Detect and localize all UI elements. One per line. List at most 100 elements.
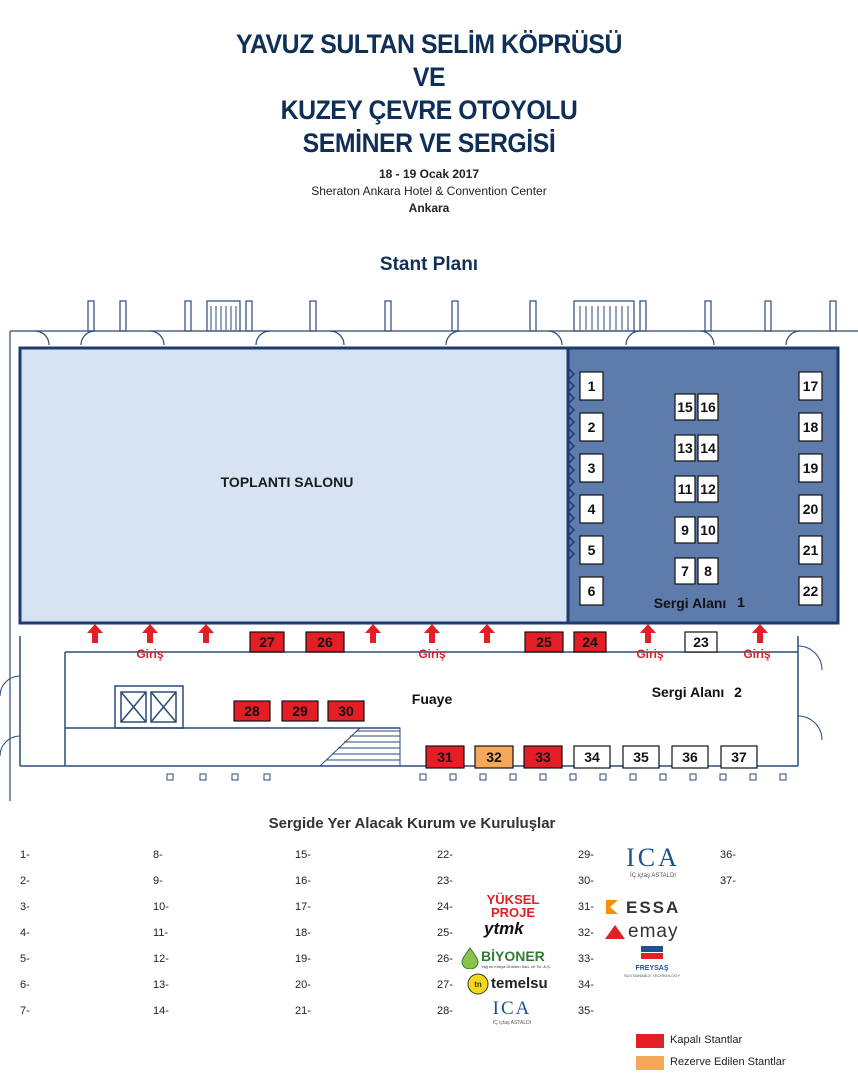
legend-closed-swatch bbox=[636, 1034, 664, 1048]
booth-label-32: 32 bbox=[486, 749, 502, 765]
booth-label-26: 26 bbox=[317, 634, 333, 650]
booth-36: 36 bbox=[671, 745, 709, 769]
exhibitor-number: 20- bbox=[295, 979, 311, 991]
event-city: Ankara bbox=[408, 201, 450, 215]
booth-label-21: 21 bbox=[803, 542, 819, 558]
legend-closed-label: Kapalı Stantlar bbox=[670, 1034, 743, 1046]
booth-label-19: 19 bbox=[803, 460, 819, 476]
entrance-arrow-icon bbox=[479, 624, 495, 643]
booth-13: 13 bbox=[674, 434, 696, 462]
title-line-2: VE bbox=[412, 62, 446, 92]
exhibitor-number: 5- bbox=[20, 953, 30, 965]
booth-label-11: 11 bbox=[678, 481, 693, 497]
event-date: 18 - 19 Ocak 2017 bbox=[378, 167, 480, 181]
booth-29: 29 bbox=[281, 700, 319, 722]
entrance-arrow-icon bbox=[752, 624, 768, 643]
entrance-arrow-icon bbox=[198, 624, 214, 643]
booth-box-7 bbox=[674, 557, 696, 585]
exhibitor-number: 32- bbox=[578, 927, 594, 939]
exhibitor-number: 24- bbox=[437, 901, 453, 913]
exhibitor-number: 22- bbox=[437, 849, 453, 861]
title-line-4: SEMİNER VE SERGİSİ bbox=[302, 128, 556, 158]
booth-box-10 bbox=[697, 516, 719, 544]
booth-26: 26 bbox=[305, 631, 345, 653]
exhibitor-number: 33- bbox=[578, 953, 594, 965]
booth-label-35: 35 bbox=[633, 749, 649, 765]
booth-12: 12 bbox=[697, 475, 719, 503]
ica-29-sub1: İÇ içtaş bbox=[630, 873, 651, 879]
freysas-logo-sub: SUSTAINABLE TECHNOLOGY bbox=[623, 973, 681, 978]
booth-box-30 bbox=[327, 700, 365, 722]
booth-30: 30 bbox=[327, 700, 365, 722]
booth-label-6: 6 bbox=[588, 583, 596, 599]
booth-1: 1 bbox=[579, 371, 604, 401]
booth-label-15: 15 bbox=[677, 399, 693, 415]
booth-box-17 bbox=[798, 371, 823, 401]
entrance-arrow-icon bbox=[640, 624, 656, 643]
ica-logo-29-text: ICA bbox=[626, 843, 680, 872]
booth-box-29 bbox=[281, 700, 319, 722]
booth-20: 20 bbox=[798, 494, 823, 524]
booth-label-9: 9 bbox=[681, 522, 689, 538]
booth-label-36: 36 bbox=[682, 749, 698, 765]
booth-box-31 bbox=[425, 745, 465, 769]
booth-27: 27 bbox=[249, 631, 285, 653]
booth-label-33: 33 bbox=[535, 749, 551, 765]
exhibitor-number: 4- bbox=[20, 927, 30, 939]
ica-29-sub2: ASTALDI bbox=[651, 873, 676, 879]
booth-label-17: 17 bbox=[803, 378, 819, 394]
meeting-hall-label: TOPLANTI SALONU bbox=[221, 474, 354, 490]
exhibitor-number: 2- bbox=[20, 875, 30, 887]
booth-33: 33 bbox=[523, 745, 563, 769]
exhibitor-number: 29- bbox=[578, 849, 594, 861]
entrance-arrow-icon bbox=[424, 624, 440, 643]
event-meta: 18 - 19 Ocak 2017 Sheraton Ankara Hotel … bbox=[0, 166, 858, 217]
exhibitor-number: 9- bbox=[153, 875, 163, 887]
booth-34: 34 bbox=[573, 745, 611, 769]
entrance-arrow-icon bbox=[87, 624, 103, 643]
ytmk-logo-text: ytmk bbox=[484, 919, 524, 938]
entrance-arrows bbox=[87, 624, 768, 643]
booth-35: 35 bbox=[622, 745, 660, 769]
booth-label-14: 14 bbox=[700, 440, 716, 456]
exhibitor-number: 6- bbox=[20, 979, 30, 991]
temelsu-circle-icon: tn bbox=[467, 973, 489, 995]
ica-logo-29: ICA İÇ içtaş ASTALDI bbox=[618, 843, 688, 879]
exhibitor-number: 34- bbox=[578, 979, 594, 991]
exhibitor-number: 21- bbox=[295, 1005, 311, 1017]
booth-label-5: 5 bbox=[588, 542, 596, 558]
list-title: Sergide Yer Alacak Kurum ve Kuruluşlar bbox=[268, 815, 556, 832]
booth-label-12: 12 bbox=[700, 481, 716, 497]
temelsu-logo-text: temelsu bbox=[491, 975, 548, 992]
booth-box-34 bbox=[573, 745, 611, 769]
area1-number: 1 bbox=[737, 594, 745, 610]
booth-label-22: 22 bbox=[803, 583, 819, 599]
booth-label-7: 7 bbox=[681, 563, 689, 579]
booth-17: 17 bbox=[798, 371, 823, 401]
booth-label-31: 31 bbox=[437, 749, 453, 765]
exhibitor-number: 3- bbox=[20, 901, 30, 913]
booth-22: 22 bbox=[798, 576, 823, 606]
exhibitor-number: 1- bbox=[20, 849, 30, 861]
booth-label-18: 18 bbox=[803, 419, 819, 435]
booth-label-8: 8 bbox=[704, 563, 712, 579]
booth-11: 11 bbox=[674, 475, 696, 503]
booth-37: 37 bbox=[720, 745, 758, 769]
booth-label-27: 27 bbox=[259, 634, 275, 650]
exhibitor-number: 10- bbox=[153, 901, 169, 913]
exhibitor-number: 26- bbox=[437, 953, 453, 965]
entrance-label-3: Giriş bbox=[636, 647, 664, 661]
booth-box-28 bbox=[233, 700, 271, 722]
booth-label-37: 37 bbox=[731, 749, 747, 765]
booth-25: 25 bbox=[524, 631, 564, 653]
booth-box-14 bbox=[697, 434, 719, 462]
booth-box-20 bbox=[798, 494, 823, 524]
exhibitor-number: 15- bbox=[295, 849, 311, 861]
exhibitor-number: 37- bbox=[720, 875, 736, 887]
booth-label-1: 1 bbox=[588, 378, 596, 394]
booth-box-21 bbox=[798, 535, 823, 565]
booth-label-28: 28 bbox=[244, 703, 260, 719]
biyoner-logo-sub: Yağ ve Kimya Ürünleri San. ve Tic. A.Ş. bbox=[481, 964, 551, 969]
exhibitor-number: 14- bbox=[153, 1005, 169, 1017]
